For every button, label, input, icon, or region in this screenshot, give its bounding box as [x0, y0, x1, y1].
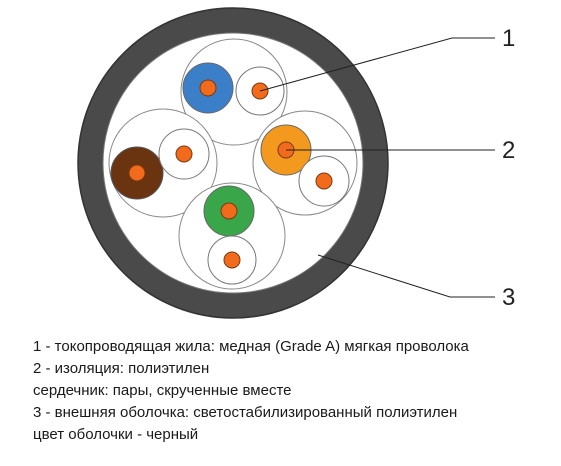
copper-conductor: [315, 172, 333, 190]
callout-number-2: 2: [502, 137, 515, 164]
copper-conductor: [223, 251, 241, 269]
copper-conductor: [175, 145, 193, 163]
copper-conductor: [199, 79, 217, 97]
leader-line-1: [259, 37, 495, 92]
copper-conductor: [128, 164, 146, 182]
legend-item-conductor: 1 - токопроводящая жила: медная (Grade A…: [33, 338, 469, 355]
legend-item-jacket-color: цвет оболочки - черный: [33, 426, 199, 443]
legend-item-insulation: 2 - изоляция: полиэтилен: [33, 360, 210, 377]
leader-line-3: [317, 254, 495, 298]
callout-number-3: 3: [502, 284, 515, 311]
white-brown-wire: [158, 128, 210, 180]
legend-item-jacket: 3 - внешняя оболочка: светостабилизирова…: [33, 404, 458, 421]
white-green-wire: [207, 235, 257, 285]
blue-wire: [182, 62, 234, 114]
brown-wire: [110, 146, 164, 200]
copper-conductor: [220, 202, 238, 220]
white-orange-wire: [298, 155, 350, 207]
legend: 1 - токопроводящая жила: медная (Grade A…: [33, 336, 553, 446]
callout-number-1: 1: [502, 25, 515, 52]
legend-item-core: сердечник: пары, скрученные вместе: [33, 382, 292, 399]
cable-cross-section-diagram: 1 2 3: [77, 7, 515, 319]
cable-core: [102, 32, 364, 294]
green-wire: [203, 185, 255, 237]
